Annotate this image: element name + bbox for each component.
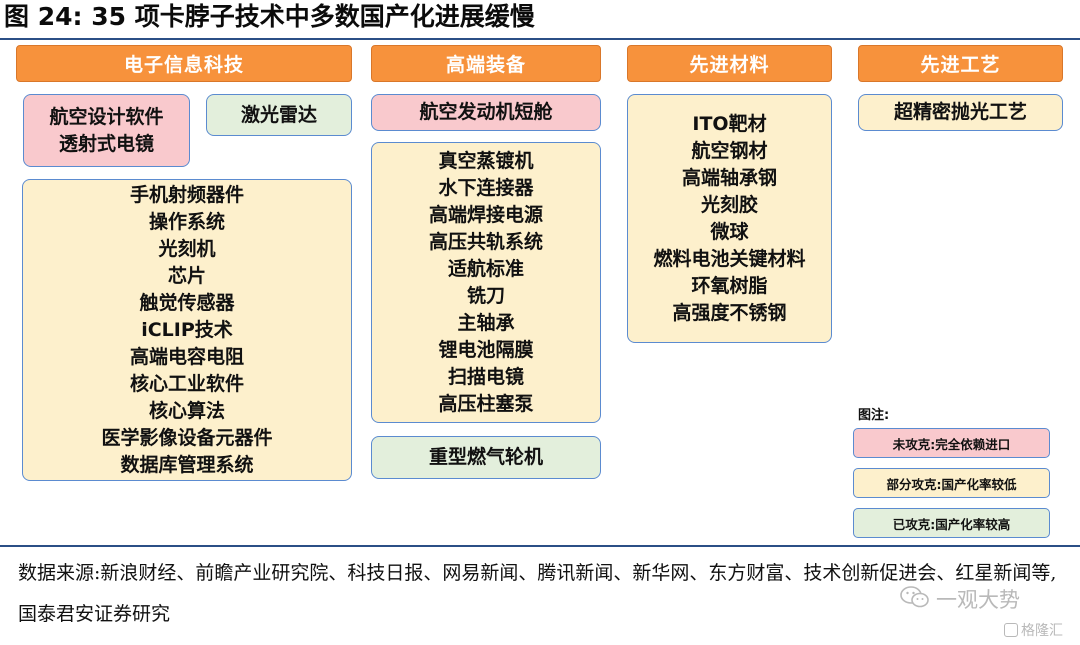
item: 芯片 — [167, 264, 206, 287]
legend-overcome: 已攻克:国产化率较高 — [853, 508, 1050, 538]
item: 主轴承 — [457, 311, 515, 334]
item: 核心工业软件 — [129, 372, 244, 395]
item: 微球 — [710, 220, 749, 243]
item: 真空蒸镀机 — [438, 149, 534, 172]
item: 环氧树脂 — [691, 274, 768, 297]
item: 数据库管理系统 — [120, 453, 254, 476]
item: 航空发动机短舱 — [419, 101, 553, 123]
item: 光刻机 — [158, 237, 216, 260]
materials-yellow-box: ITO靶材 航空钢材 高端轴承钢 光刻胶 微球 燃料电池关键材料 环氧树脂 高强… — [627, 94, 832, 343]
item: 高端轴承钢 — [681, 166, 777, 189]
item: 操作系统 — [148, 210, 225, 233]
equipment-green-box: 重型燃气轮机 — [371, 436, 601, 479]
wechat-icon — [900, 585, 930, 614]
category-process: 先进工艺 — [858, 45, 1063, 82]
category-equipment: 高端装备 — [371, 45, 601, 82]
item: 透射式电镜 — [58, 132, 154, 155]
category-electronics: 电子信息科技 — [16, 45, 352, 82]
item: 燃料电池关键材料 — [653, 247, 806, 270]
item: 航空设计软件 — [49, 105, 164, 128]
gelonghui-logo-icon — [1004, 623, 1018, 637]
watermark-yiguandashi: 一观大势 — [900, 584, 1020, 614]
item: 重型燃气轮机 — [428, 446, 543, 468]
item: ITO靶材 — [692, 112, 767, 135]
item: 锂电池隔膜 — [438, 338, 534, 361]
item: 水下连接器 — [438, 176, 534, 199]
equipment-yellow-box: 真空蒸镀机 水下连接器 高端焊接电源 高压共轨系统 适航标准 铣刀 主轴承 锂电… — [371, 142, 601, 423]
item: 高强度不锈钢 — [672, 301, 787, 324]
item: 扫描电镜 — [447, 365, 524, 388]
legend-not-overcome: 未攻克:完全依赖进口 — [853, 428, 1050, 458]
bottom-divider — [0, 545, 1080, 547]
item: iCLIP技术 — [141, 318, 233, 341]
item: 适航标准 — [447, 257, 524, 280]
watermark-text: 格隆汇 — [1021, 623, 1063, 639]
item: 激光雷达 — [240, 103, 317, 126]
legend-partially-overcome: 部分攻克:国产化率较低 — [853, 468, 1050, 498]
electronics-green-box: 激光雷达 — [206, 94, 352, 136]
item: 高端焊接电源 — [428, 203, 543, 226]
top-divider — [0, 38, 1080, 40]
electronics-yellow-box: 手机射频器件 操作系统 光刻机 芯片 触觉传感器 iCLIP技术 高端电容电阻 … — [22, 179, 352, 481]
figure-title: 图 24: 35 项卡脖子技术中多数国产化进展缓慢 — [4, 2, 535, 31]
watermark-gelonghui: 格隆汇 — [1004, 620, 1063, 640]
item: 超精密抛光工艺 — [893, 101, 1027, 123]
item: 航空钢材 — [691, 139, 768, 162]
process-yellow-box: 超精密抛光工艺 — [858, 94, 1063, 131]
category-materials: 先进材料 — [627, 45, 832, 82]
electronics-red-box: 航空设计软件 透射式电镜 — [23, 94, 190, 167]
watermark-text: 一观大势 — [936, 588, 1020, 612]
item: 光刻胶 — [700, 193, 758, 216]
item: 手机射频器件 — [129, 183, 244, 206]
legend-title: 图注: — [858, 408, 890, 423]
item: 核心算法 — [148, 399, 225, 422]
item: 高压共轨系统 — [428, 230, 543, 253]
item: 高压柱塞泵 — [438, 392, 534, 415]
item: 铣刀 — [466, 284, 505, 307]
item: 医学影像设备元器件 — [101, 426, 273, 449]
equipment-red-box: 航空发动机短舱 — [371, 94, 601, 131]
item: 高端电容电阻 — [129, 345, 244, 368]
source-note: 数据来源:新浪财经、前瞻产业研究院、科技日报、网易新闻、腾讯新闻、新华网、东方财… — [18, 562, 1057, 625]
item: 触觉传感器 — [139, 291, 235, 314]
